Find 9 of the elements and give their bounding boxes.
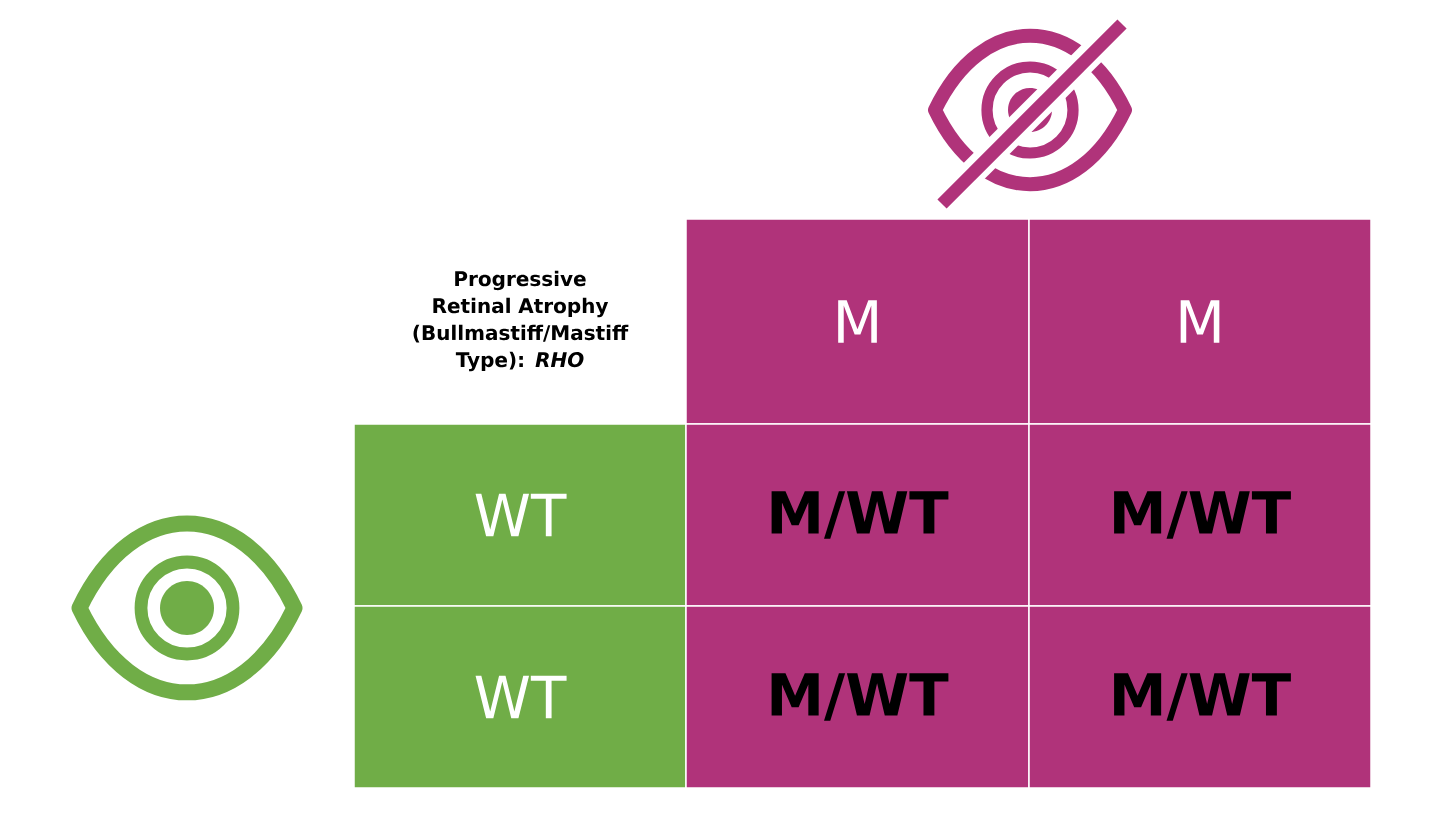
punnett-cell: M/WT: [1028, 423, 1372, 607]
punnett-cell: WT: [353, 423, 687, 607]
punnett-cell: WT: [353, 605, 687, 789]
punnett-cell: M/WT: [685, 605, 1030, 789]
punnett-cell: M: [1028, 218, 1372, 425]
punnett-cell: M: [685, 218, 1030, 425]
punnett-cell: M/WT: [1028, 605, 1372, 789]
punnett-cell: M/WT: [685, 423, 1030, 607]
table-header: Progressive Retinal Atrophy (Bullmastiff/Mastiff Type): RHO: [413, 270, 629, 372]
